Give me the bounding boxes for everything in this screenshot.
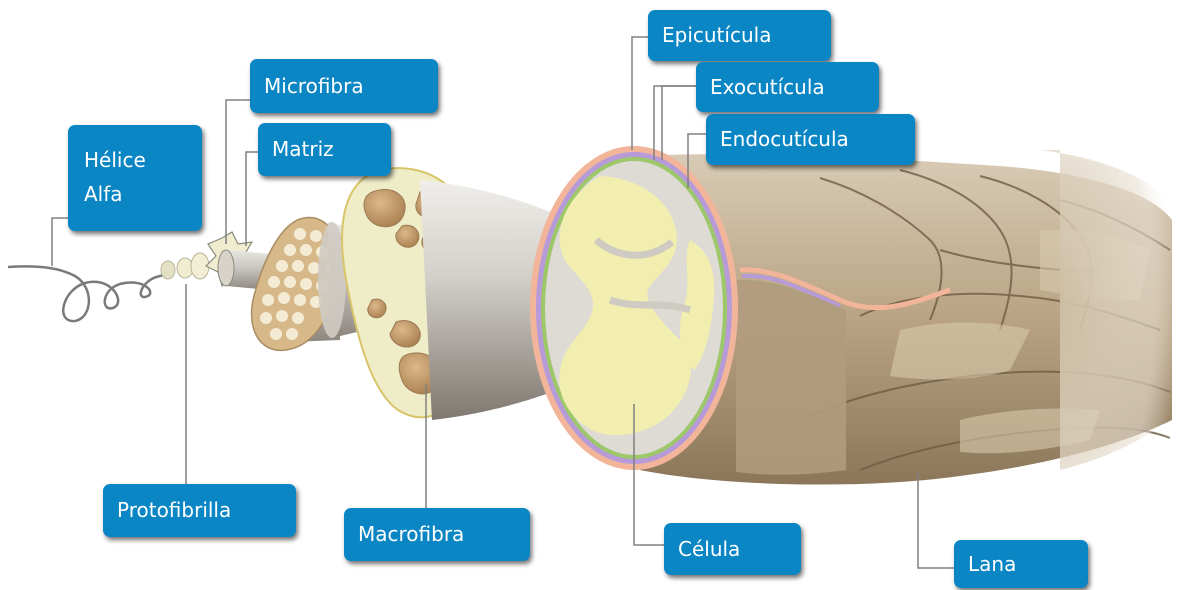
alpha-helix-coil [8, 266, 170, 321]
label-lana: Lana [954, 540, 1088, 588]
label-endocuticula: Endocutícula [706, 114, 915, 165]
label-protofibrilla: Protofibrilla [103, 484, 296, 537]
protofibril-strand [161, 253, 209, 279]
label-exocuticula: Exocutícula [696, 62, 879, 112]
label-epicuticula: Epicutícula [648, 10, 831, 61]
label-helice-alfa: Hélice Alfa [68, 125, 202, 231]
label-celula: Célula [664, 523, 801, 575]
label-microfibra: Microfibra [250, 59, 438, 113]
cuticle-flap [736, 280, 846, 475]
label-matriz: Matriz [258, 123, 391, 176]
label-macrofibra: Macrofibra [344, 508, 530, 561]
